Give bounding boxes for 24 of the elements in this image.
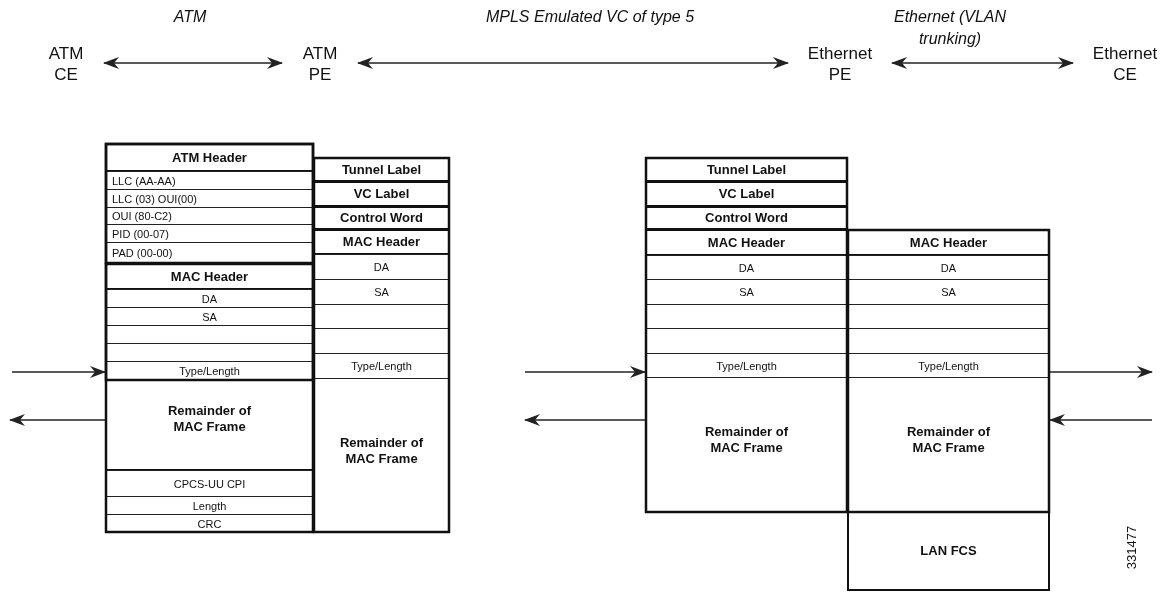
edge-label: ATM xyxy=(172,7,208,27)
header-field: Control Word xyxy=(313,206,450,230)
device-label: ATM PE xyxy=(301,43,339,85)
figure-number: 331477 xyxy=(1124,525,1140,570)
header-field: LAN FCS xyxy=(847,511,1050,591)
arrow xyxy=(9,414,106,426)
arrow xyxy=(11,366,106,378)
device-label: Ethernet CE xyxy=(1091,43,1159,85)
header-field: MAC Header xyxy=(313,229,450,255)
arrow xyxy=(891,57,1074,69)
arrow xyxy=(524,366,646,378)
edge-label: MPLS Emulated VC of type 5 xyxy=(484,7,696,27)
arrow xyxy=(103,57,283,69)
arrow xyxy=(524,414,646,426)
header-field: VC Label xyxy=(645,181,848,207)
arrow xyxy=(1049,366,1153,378)
header-field: VC Label xyxy=(313,181,450,207)
device-label: ATM CE xyxy=(47,43,85,85)
arrow xyxy=(357,57,789,69)
arrow xyxy=(1049,414,1153,426)
header-field: MAC Header xyxy=(645,229,848,256)
header-field: Control Word xyxy=(645,206,848,230)
edge-label: Ethernet (VLAN trunking) xyxy=(892,7,1008,49)
device-label: Ethernet PE xyxy=(806,43,874,85)
